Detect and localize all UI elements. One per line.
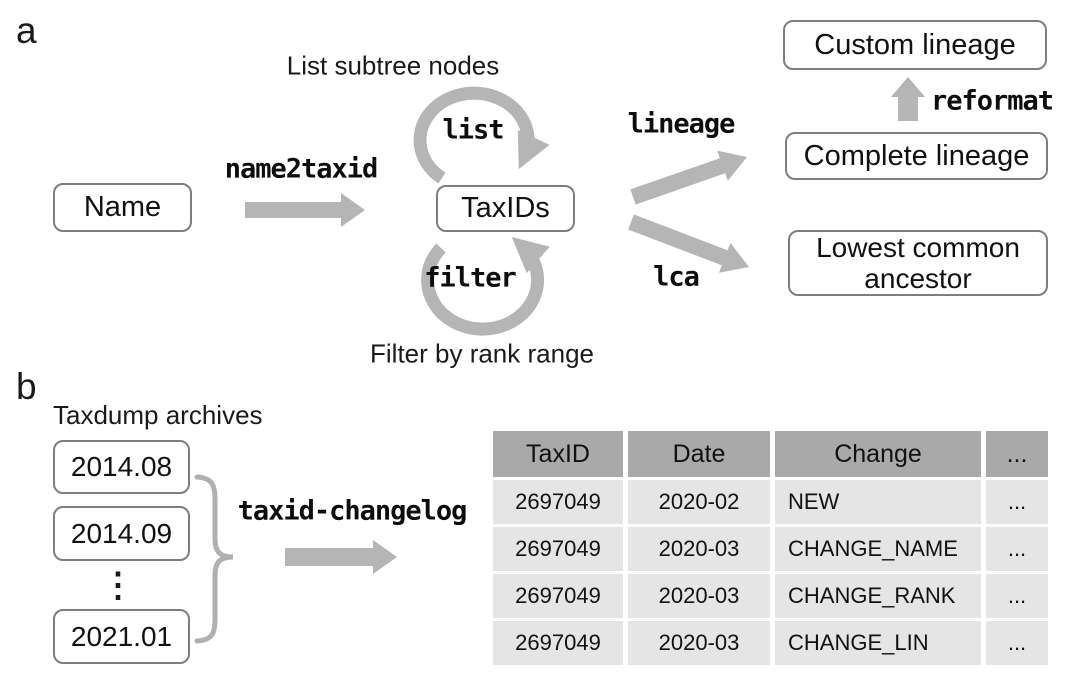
table-cell: 2020-02 — [628, 480, 770, 524]
reformat-arrow-icon — [891, 77, 925, 121]
lineage-arrow-icon — [630, 150, 747, 205]
archive-box-2014-08: 2014.08 — [53, 440, 190, 494]
custom-lineage-box: Custom lineage — [783, 20, 1047, 70]
table-cell: 2697049 — [493, 480, 623, 524]
archives-ellipsis: ⋮ — [101, 566, 135, 605]
lineage-command: lineage — [627, 108, 736, 140]
table-cell: CHANGE_LIN — [775, 621, 981, 665]
table-cell: ... — [986, 480, 1048, 524]
table-cell: ... — [986, 621, 1048, 665]
lowest-common-ancestor-box: Lowest common ancestor — [788, 230, 1048, 296]
archive-label: 2014.09 — [70, 517, 173, 549]
table-header-taxid: TaxID — [493, 431, 623, 477]
table-header-more: ... — [986, 431, 1048, 477]
table-cell: CHANGE_RANK — [775, 574, 981, 618]
list-command: list — [442, 114, 504, 146]
table-cell: 2020-03 — [628, 621, 770, 665]
taxid-changelog-command: taxid-changelog — [237, 495, 468, 527]
archives-brace-icon — [194, 474, 234, 644]
table-cell: 2697049 — [493, 527, 623, 571]
archive-box-2014-09: 2014.09 — [53, 506, 190, 561]
table-cell: NEW — [775, 480, 981, 524]
table-cell: 2020-03 — [628, 574, 770, 618]
filter-loop-caption: Filter by rank range — [370, 338, 594, 369]
name-box: Name — [53, 183, 192, 232]
changelog-table: TaxID Date Change ... 2697049 2020-02 NE… — [493, 431, 1048, 665]
panel-b-label: b — [16, 366, 37, 407]
lca-box-line2: ancestor — [864, 263, 972, 294]
filter-loop-arrow-icon — [421, 236, 550, 336]
table-cell: 2020-03 — [628, 527, 770, 571]
taxdump-archives-caption: Taxdump archives — [53, 400, 263, 430]
custom-lineage-label: Custom lineage — [814, 28, 1016, 61]
table-cell: 2697049 — [493, 574, 623, 618]
lca-arrow-icon — [628, 214, 749, 273]
lca-command: lca — [653, 261, 700, 293]
table-header-date: Date — [628, 431, 770, 477]
name2taxid-arrow-icon — [245, 193, 365, 227]
table-cell: ... — [986, 574, 1048, 618]
name2taxid-command: name2taxid — [224, 153, 379, 185]
complete-lineage-box: Complete lineage — [785, 132, 1048, 180]
table-cell: 2697049 — [493, 621, 623, 665]
complete-lineage-label: Complete lineage — [803, 139, 1030, 172]
filter-command: filter — [424, 262, 517, 294]
table-cell: ... — [986, 527, 1048, 571]
panel-a-label: a — [16, 10, 37, 51]
changelog-arrow-icon — [285, 540, 397, 574]
taxids-box-label: TaxIDs — [461, 192, 550, 224]
taxids-box: TaxIDs — [436, 185, 575, 232]
archive-box-2021-01: 2021.01 — [53, 609, 190, 664]
name-box-label: Name — [83, 191, 162, 223]
lca-box-line1: Lowest common — [816, 231, 1020, 263]
table-cell: CHANGE_NAME — [775, 527, 981, 571]
archive-label: 2021.01 — [70, 620, 173, 652]
archive-label: 2014.08 — [70, 451, 173, 482]
reformat-command: reformat — [930, 85, 1054, 117]
list-loop-caption: List subtree nodes — [286, 50, 500, 81]
list-loop-arrow-icon — [413, 86, 550, 184]
table-header-change: Change — [775, 431, 981, 477]
